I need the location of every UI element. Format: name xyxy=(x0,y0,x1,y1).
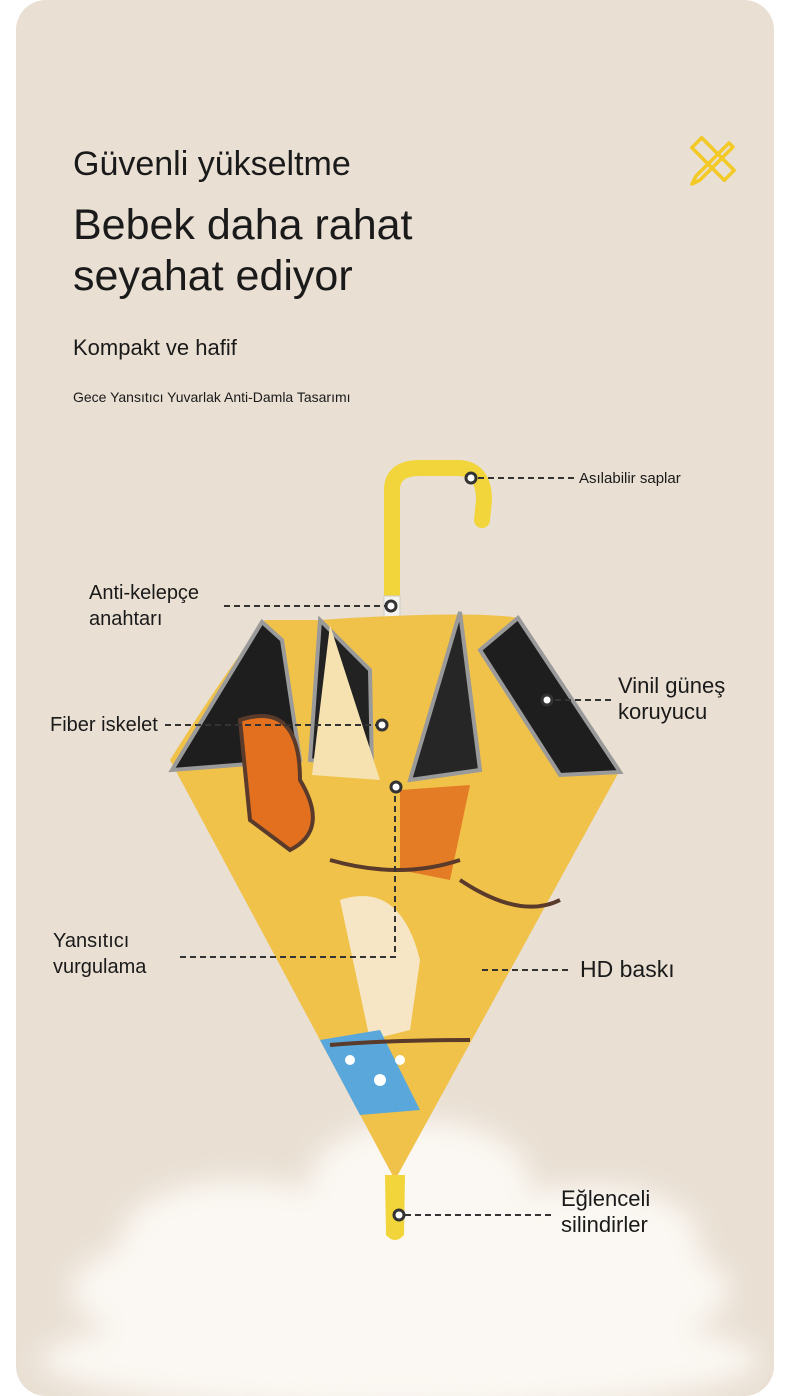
callout-vinyl-line2: koruyucu xyxy=(618,699,708,724)
callout-vinyl: Vinil güneş koruyucu xyxy=(618,673,725,725)
title-line-1: Bebek daha rahat xyxy=(73,201,413,249)
callout-anti-clip-line2: anahtarı xyxy=(89,608,163,630)
callout-anti-clip-line1: Anti-kelepçe xyxy=(89,582,200,604)
callout-reflective: Yansıtıcı vurgulama xyxy=(53,928,146,980)
subtitle: Güvenli yükseltme xyxy=(73,145,351,183)
callout-hook-handle: Asılabilir saplar xyxy=(579,470,681,487)
ruler-pencil-icon xyxy=(690,136,736,186)
callout-vinyl-line1: Vinil güneş xyxy=(618,673,726,698)
callout-reflective-line2: vurgulama xyxy=(53,956,147,978)
callout-fiber-frame: Fiber iskelet xyxy=(50,714,158,736)
callout-dots xyxy=(375,471,554,1222)
clouds xyxy=(40,1120,760,1396)
description: Gece Yansıtıcı Yuvarlak Anti-Damla Tasar… xyxy=(73,389,351,405)
callout-rollers-line2: silindirler xyxy=(561,1212,648,1237)
callout-anti-clip: Anti-kelepçe anahtarı xyxy=(89,580,199,632)
callout-reflective-line1: Yansıtıcı xyxy=(53,930,130,952)
page-title: Bebek daha rahat seyahat ediyor xyxy=(73,200,413,302)
title-line-2: seyahat ediyor xyxy=(73,252,353,300)
callout-lines xyxy=(165,477,613,1216)
callout-rollers: Eğlenceli silindirler xyxy=(561,1186,650,1238)
callout-hd-print: HD baskı xyxy=(580,956,675,982)
callout-rollers-line1: Eğlenceli xyxy=(561,1186,651,1211)
tagline: Kompakt ve hafif xyxy=(73,335,237,360)
